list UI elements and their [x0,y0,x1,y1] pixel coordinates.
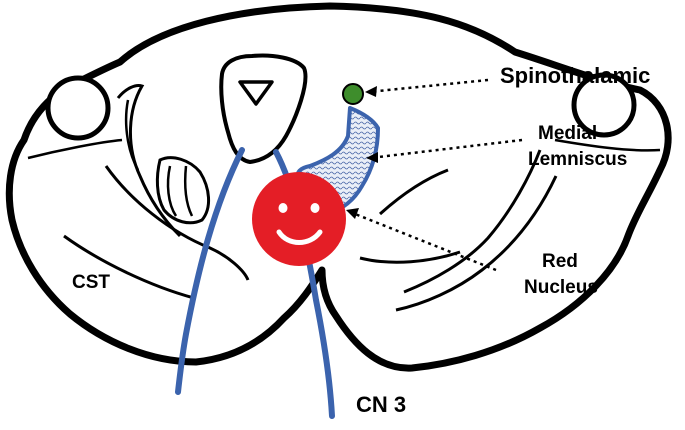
aqueduct-icon [238,80,274,106]
label-red-line2: Nucleus [524,277,598,298]
left-nucleus-line-b [184,165,194,217]
label-medial-line1: Medial [538,123,597,144]
left-colliculus [45,75,111,141]
label-cn3: CN 3 [356,392,406,417]
medial-lemniscus-arrowhead [366,152,378,163]
cn3-left-fiber [175,147,245,395]
spinothalamic-dot [342,83,364,105]
right-peduncle-line [403,149,542,294]
label-medial-line2: Lemniscus [528,149,627,170]
left-nigra-line [104,165,250,281]
medial-lemniscus-leader [369,138,523,160]
left-nucleus-line-a [166,165,178,217]
red-nucleus-arrowhead [346,208,359,219]
spinothalamic-arrowhead [365,86,377,97]
red-nucleus-leader [349,210,497,272]
left-peduncle-lines [116,84,182,238]
right-nigra-line [395,175,558,312]
red-nucleus-smiley-icon [252,172,346,266]
right-band-line [554,138,661,152]
right-colliculus [571,72,637,138]
left-cst-line [63,234,195,300]
right-lower-line [359,250,461,264]
left-peduncle-inner [124,99,140,171]
left-band-line [27,138,123,160]
label-cst: CST [72,272,110,293]
label-red-line1: Red [542,251,578,272]
spinothalamic-leader [367,78,489,94]
label-spinothalamic: Spinothalamic [500,63,650,88]
right-inner-line [378,168,449,216]
